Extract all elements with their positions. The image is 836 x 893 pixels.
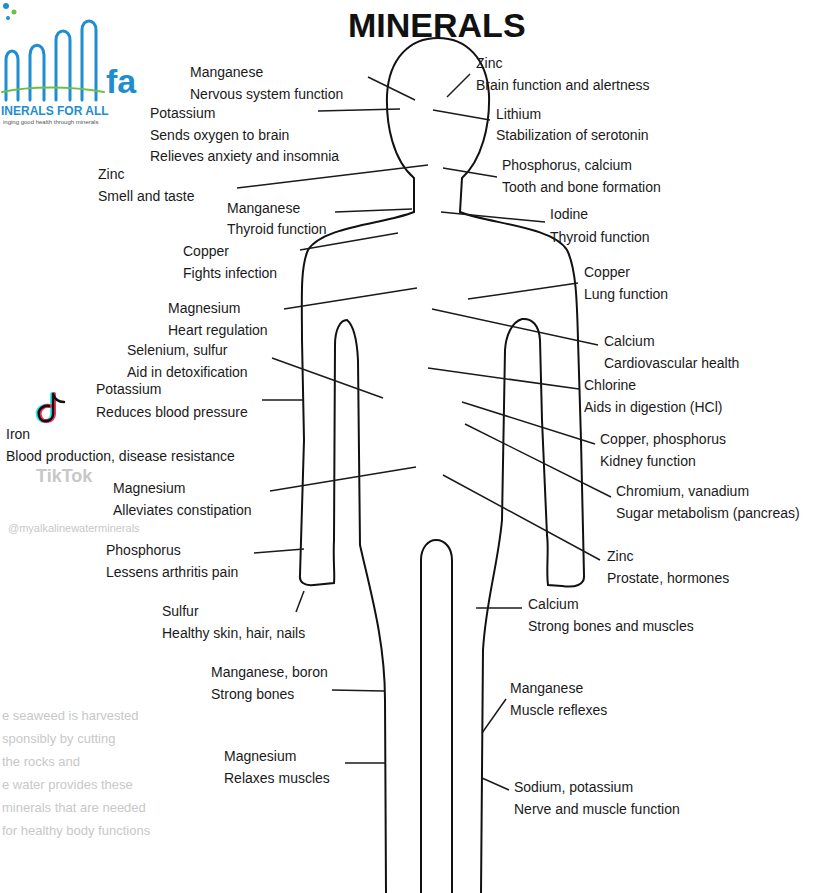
mineral-name: Sodium, potassium — [514, 779, 633, 795]
mineral-name: Potassium — [150, 105, 215, 121]
page-title: MINERALS — [348, 6, 526, 45]
function-text: Sugar metabolism (pancreas) — [616, 505, 800, 521]
mineral-name: Manganese — [190, 64, 263, 80]
function-text: Prostate, hormones — [607, 570, 729, 586]
function-text: Cardiovascular health — [604, 355, 739, 371]
function-text: Nervous system function — [190, 86, 343, 102]
watermark-text: for healthy body functions — [2, 823, 150, 838]
function-text: Nerve and muscle function — [514, 801, 680, 817]
function-text: Reduces blood pressure — [96, 404, 248, 420]
function-text: Tooth and bone formation — [502, 179, 661, 195]
function-text: Kidney function — [600, 453, 696, 469]
tiktok-icon — [38, 394, 64, 421]
function-text: Aid in detoxification — [127, 364, 248, 380]
function-text: Relaxes muscles — [224, 770, 330, 786]
mineral-name: Manganese — [227, 200, 300, 216]
function-text: Fights infection — [183, 265, 277, 281]
function-text: Thyroid function — [227, 221, 327, 237]
mineral-name: Manganese — [510, 680, 583, 696]
mineral-name: Phosphorus — [106, 542, 181, 558]
mineral-name: Iron — [6, 426, 30, 442]
mineral-name: Sulfur — [162, 603, 199, 619]
watermark-text: e seaweed is harvested — [2, 708, 139, 723]
watermark-text: minerals that are needed — [2, 800, 146, 815]
mineral-name: Iodine — [550, 206, 588, 222]
function-text: Smell and taste — [98, 188, 195, 204]
function-text: Healthy skin, hair, nails — [162, 625, 305, 641]
watermark-text: e water provides these — [2, 777, 133, 792]
function-text: Heart regulation — [168, 322, 268, 338]
mineral-name: Magnesium — [168, 300, 240, 316]
mineral-name: Magnesium — [113, 480, 185, 496]
body-outline-legs — [421, 540, 452, 893]
mineral-name: Calcium — [528, 596, 579, 612]
watermark-text: sponsibly by cutting — [2, 731, 115, 746]
function-text: Sends oxygen to brain — [150, 127, 289, 143]
logo-tagline: inging good health through minerals — [3, 119, 98, 126]
logo-text: fa — [106, 62, 136, 101]
mineral-name: Potassium — [96, 381, 161, 397]
function-text: Brain function and alertness — [476, 77, 650, 93]
watermark-text: @myalkalinewaterminerals — [8, 522, 140, 535]
function-text: Aids in digestion (HCl) — [584, 399, 723, 415]
logo-mark — [2, 3, 104, 100]
logo-text: INERALS FOR ALL — [1, 104, 109, 118]
function-text: Alleviates constipation — [113, 502, 252, 518]
watermark-text: the rocks and — [2, 754, 80, 769]
mineral-name: Zinc — [607, 548, 633, 564]
function-text: Strong bones and muscles — [528, 618, 694, 634]
function-text: Relieves anxiety and insomnia — [150, 148, 339, 164]
mineral-name: Calcium — [604, 333, 655, 349]
function-text: Strong bones — [211, 686, 294, 702]
function-text: Lessens arthritis pain — [106, 564, 238, 580]
function-text: Blood production, disease resistance — [6, 448, 235, 464]
mineral-name: Magnesium — [224, 748, 296, 764]
mineral-name: Phosphorus, calcium — [502, 157, 632, 173]
mineral-name: Manganese, boron — [211, 664, 328, 680]
mineral-name: Copper — [584, 264, 630, 280]
mineral-name: Copper, phosphorus — [600, 431, 726, 447]
function-text: Stabilization of serotonin — [496, 127, 649, 143]
mineral-name: Zinc — [476, 55, 502, 71]
mineral-name: Lithium — [496, 106, 541, 122]
mineral-name: Copper — [183, 243, 229, 259]
mineral-name: Chromium, vanadium — [616, 483, 749, 499]
mineral-name: Zinc — [98, 166, 124, 182]
function-text: Thyroid function — [550, 229, 650, 245]
watermark-text: TikTok — [36, 466, 92, 487]
function-text: Lung function — [584, 286, 668, 302]
mineral-name: Chlorine — [584, 377, 636, 393]
function-text: Muscle reflexes — [510, 702, 607, 718]
mineral-name: Selenium, sulfur — [127, 342, 227, 358]
